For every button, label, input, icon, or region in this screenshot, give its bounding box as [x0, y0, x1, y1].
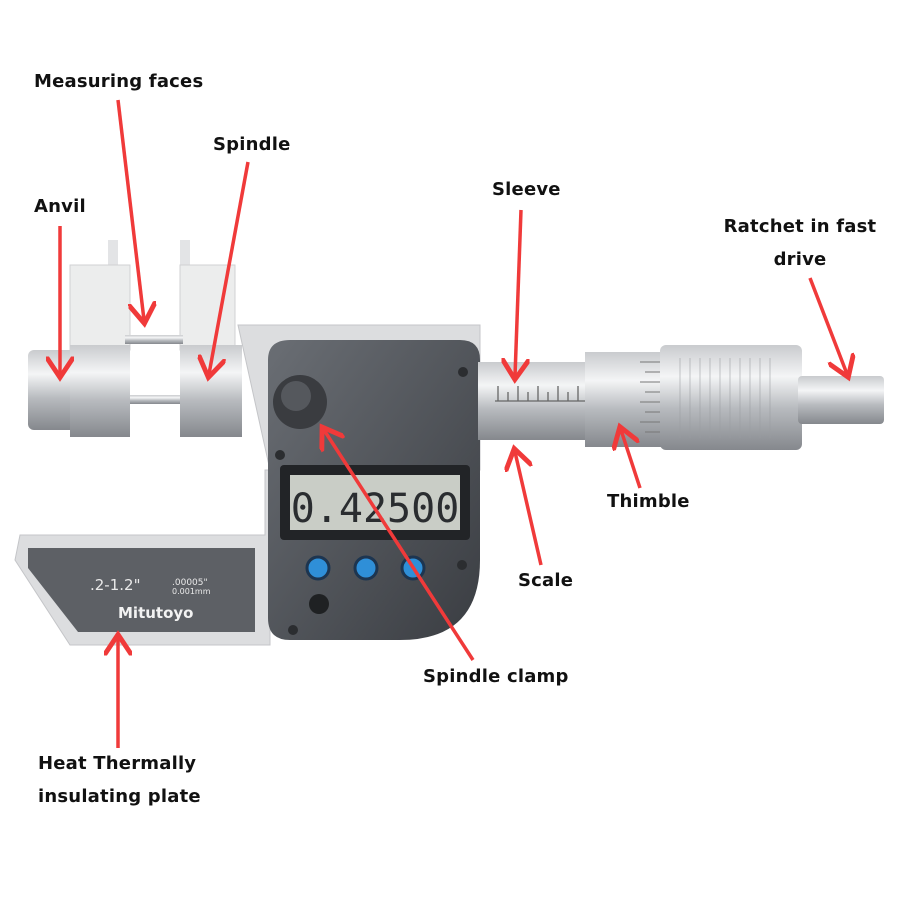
knurled-grip[interactable]: [660, 345, 802, 450]
label-plate-line1: Heat Thermally: [38, 753, 197, 774]
jaws: [69, 240, 236, 404]
label-ratchet-line2: drive: [773, 249, 827, 270]
label-scale: Scale: [518, 570, 574, 591]
label-insulating-plate: Heat Thermally insulating plate: [38, 747, 201, 813]
arrow-sleeve: [515, 209, 521, 376]
arrow-scale: [515, 452, 543, 566]
arrow-thimble: [621, 430, 642, 489]
measuring-face-rod: [125, 335, 183, 344]
arrow-ratchet: [808, 277, 847, 374]
thimble: [585, 352, 663, 447]
button-zero-abs[interactable]: [353, 555, 379, 581]
plate-range-text: .2-1.2": [90, 576, 140, 594]
arrow-spindle: [209, 161, 250, 374]
callout-arrows: [60, 99, 847, 748]
heat-insulating-plate: [28, 548, 255, 632]
sleeve-scale: [495, 386, 585, 402]
arrow-measuring-faces: [116, 99, 144, 320]
svg-text:.00005": .00005": [172, 578, 208, 588]
button-origin[interactable]: [305, 555, 331, 581]
label-thimble: Thimble: [607, 491, 690, 512]
button-power[interactable]: [309, 594, 329, 614]
label-plate-line2: insulating plate: [38, 786, 201, 807]
label-measuring-faces: Measuring faces: [34, 71, 204, 92]
brand-logo: Mitutoyo: [118, 604, 193, 622]
label-sleeve: Sleeve: [492, 179, 561, 200]
arrow-spindle-clamp: [324, 430, 475, 661]
label-spindle: Spindle: [213, 134, 291, 155]
lcd-screen: [290, 475, 460, 530]
ratchet[interactable]: [798, 376, 884, 424]
svg-text:0.001mm: 0.001mm: [172, 587, 211, 596]
label-anvil: Anvil: [34, 196, 86, 217]
label-ratchet: Ratchet in fast drive: [718, 210, 882, 276]
label-ratchet-line1: Ratchet in fast: [723, 216, 877, 237]
label-spindle-clamp: Spindle clamp: [423, 666, 569, 687]
